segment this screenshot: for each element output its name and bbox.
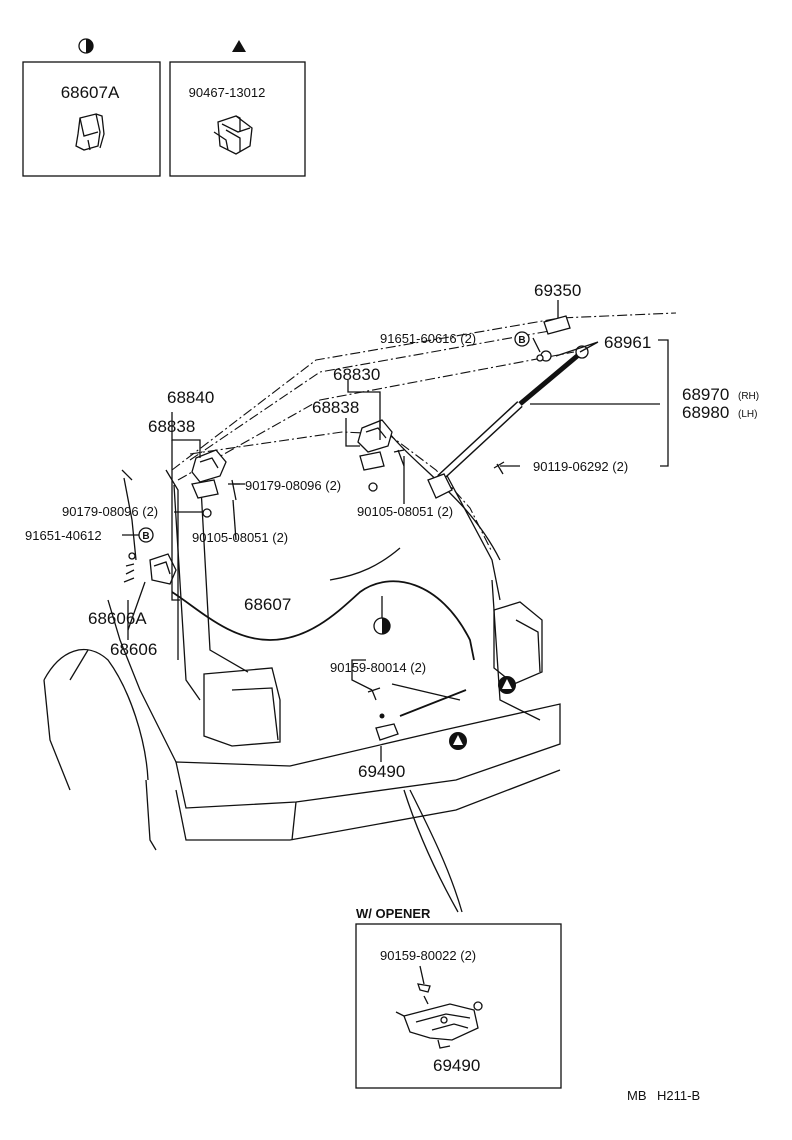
label-91651-60616: 91651-60616 (2): [380, 331, 476, 346]
hinge-68840: [191, 449, 227, 499]
b-marker-text: B: [142, 531, 149, 542]
opener-inset: W/ OPENER 90159-80022 (2) 69490: [355, 906, 562, 1089]
label-68980: 68980: [682, 403, 729, 422]
lock-68606: [123, 552, 177, 585]
label-91651-40612: 91651-40612: [25, 528, 102, 543]
b-marker-icon: [514, 331, 530, 347]
label-68961: 68961: [604, 333, 651, 352]
label-90179-08096-left: 90179-08096 (2): [62, 504, 158, 519]
label-90105-08051-right: 90105-08051 (2): [357, 504, 453, 519]
label-68838-left: 68838: [148, 417, 195, 436]
code-left: MB: [627, 1088, 647, 1103]
label-68970-side: (RH): [738, 391, 759, 402]
part-labels: 69350 91651-60616 (2) 68961 68830 68840 …: [25, 281, 759, 781]
label-69490-opener: 69490: [433, 1056, 480, 1075]
label-90105-08051-left: 90105-08051 (2): [192, 530, 288, 545]
opener-title: W/ OPENER: [356, 906, 431, 921]
bracket-69350: [543, 315, 571, 335]
label-90159-80014: 90159-80014 (2): [330, 660, 426, 675]
label-69490: 69490: [358, 762, 405, 781]
label-68838-right: 68838: [312, 398, 359, 417]
label-90179-08096-right: 90179-08096 (2): [245, 478, 341, 493]
label-90119-06292: 90119-06292 (2): [533, 459, 628, 474]
symbol-markers: B B: [138, 331, 530, 750]
stay-strut: [427, 345, 589, 499]
label-68970: 68970: [682, 385, 729, 404]
opener-lock-drawing: [395, 1001, 483, 1049]
label-68840: 68840: [167, 388, 214, 407]
leader-lines: [69, 300, 669, 913]
b-marker-text: B: [518, 335, 525, 346]
label-68606: 68606: [110, 640, 157, 659]
label-68980-side: (LH): [738, 409, 757, 420]
label-68830: 68830: [333, 365, 380, 384]
cable-68607: [171, 580, 475, 717]
lock-69490: [367, 687, 399, 741]
diagram-code: MB H211-B: [627, 1088, 700, 1103]
bolts: [202, 350, 552, 518]
code-right: H211-B: [657, 1088, 700, 1103]
label-68607: 68607: [244, 595, 291, 614]
clip-68607A-drawing: [75, 113, 105, 151]
half-circle-fill: [86, 39, 93, 53]
label-69350: 69350: [534, 281, 581, 300]
inset-68607A: 68607A: [22, 38, 161, 177]
inset-part-90467-13012: 90467-13012: [189, 85, 266, 100]
clip-90467-13012-drawing: [213, 115, 253, 155]
triangle-icon: [232, 40, 246, 52]
inset-90467-13012: 90467-13012: [169, 40, 306, 177]
inset-part-68607A: 68607A: [61, 83, 120, 102]
label-90159-80022: 90159-80022 (2): [380, 948, 476, 963]
label-68606A: 68606A: [88, 609, 147, 628]
hinge-68830: [357, 419, 393, 471]
